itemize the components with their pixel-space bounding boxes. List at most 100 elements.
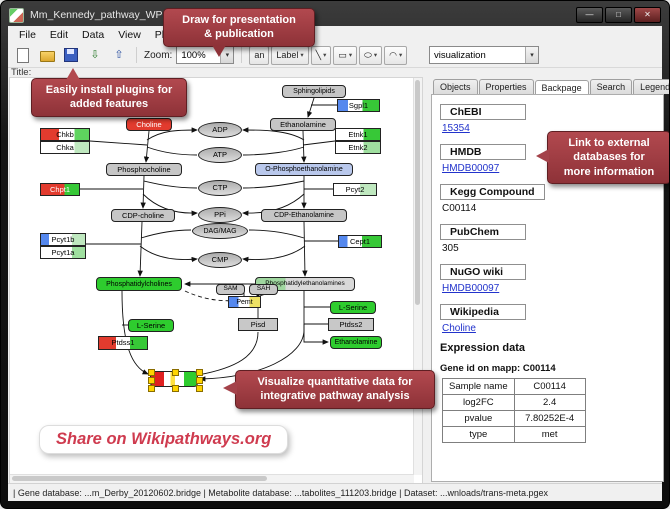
new-file-icon [17,47,29,63]
tab-legend[interactable]: Legend [633,79,669,94]
tab-objects[interactable]: Objects [433,79,478,94]
node-phosphatidylcholines[interactable]: Phosphatidylcholines [96,277,182,291]
export-button[interactable]: ⇧ [109,45,129,65]
zoom-value: 100% [181,49,206,61]
selection-handle[interactable] [196,377,203,384]
node-sah[interactable]: SAH [249,284,278,295]
node-sgpl1[interactable]: Sgpl1 [337,99,380,112]
table-cell: Sample name [442,378,515,395]
section-value-nugo-wiki[interactable]: HMDB00097 [442,283,500,294]
node-pisd[interactable]: Pisd [238,318,278,331]
tool-an[interactable]: an [249,45,270,65]
menu-view[interactable]: View [118,28,141,41]
node-ethanolamine[interactable]: Ethanolamine [330,336,382,349]
tool-[interactable]: ▭▾ [333,45,358,65]
visualization-value: visualization [434,49,486,61]
node-pemt[interactable]: Pemt [228,296,261,308]
selection-handle[interactable] [148,377,155,384]
tool-label[interactable]: Label▾ [271,45,309,65]
node-ptdss1[interactable]: Ptdss1 [98,336,148,350]
callout-line: Visualize quantitative data for [257,376,413,388]
node-sphingolipids[interactable]: Sphingolipids [282,85,346,98]
menu-data[interactable]: Data [82,28,105,41]
node-o-phosphoethanolamine[interactable]: O-Phosphoethanolamine [255,163,353,176]
maximize-button[interactable]: □ [605,7,632,23]
node-dag-mag[interactable]: DAG/MAG [192,223,248,239]
tool-[interactable]: ◠▾ [384,45,408,65]
canvas-vertical-scrollbar[interactable] [413,78,422,475]
import-button[interactable]: ⇩ [85,45,105,65]
node-adp[interactable]: ADP [198,122,242,138]
menu-edit[interactable]: Edit [49,28,69,41]
node-ethanolamine[interactable]: Ethanolamine [270,118,336,131]
menu-file[interactable]: File [19,28,36,41]
scrollbar-thumb[interactable] [12,476,267,481]
tab-properties[interactable]: Properties [478,79,534,94]
node-atp[interactable]: ATP [198,147,242,163]
tab-backpage[interactable]: Backpage [534,80,589,95]
save-button[interactable] [61,45,81,65]
table-cell: log2FC [442,394,515,411]
close-button[interactable]: ✕ [634,7,661,23]
import-icon: ⇩ [90,48,100,61]
menu-bar: FileEditDataViewPluginsHelp [8,26,662,44]
node-pcyt2[interactable]: Pcyt2 [333,183,377,196]
open-file-button[interactable] [37,45,57,65]
tab-search[interactable]: Search [589,79,633,94]
node-ppi[interactable]: PPi [198,207,242,223]
title-bar[interactable]: Mm_Kennedy_pathway_WP1771_45176.gpml... … [9,5,661,25]
tool-[interactable]: ╲▾ [310,45,332,65]
tool-[interactable]: ⬭▾ [359,45,383,65]
section-value-wikipedia[interactable]: Choline [442,323,476,334]
selection-handle[interactable] [148,385,155,392]
selection-handle[interactable] [196,369,203,376]
node-sam[interactable]: SAM [216,284,245,295]
node-phosphatidylethanolamines[interactable]: Phosphatidylethanolamines [255,277,355,291]
status-bar: | Gene database: ...m_Derby_20120602.bri… [8,483,662,501]
node-pcyt1b[interactable]: Pcyt1b [40,233,86,246]
chevron-down-icon[interactable]: ▾ [348,52,353,59]
selection-handle[interactable] [172,385,179,392]
chevron-down-icon[interactable]: ▾ [323,52,327,59]
new-file-button[interactable] [13,45,33,65]
node-chpt1[interactable]: Chpt1 [40,183,80,196]
chevron-down-icon[interactable]: ▾ [525,47,538,63]
node-phosphocholine[interactable]: Phosphocholine [106,163,182,176]
scrollbar-thumb[interactable] [415,80,420,305]
selected-node[interactable] [148,369,203,392]
node-cept1[interactable]: Cept1 [338,235,382,248]
gene-id-line: Gene id on mapp: C00114 [440,363,556,374]
callout-line: more information [563,165,655,178]
node-etnk1[interactable]: Etnk1 [335,128,381,141]
node-l-serine[interactable]: L-Serine [128,319,174,332]
node-cmp[interactable]: CMP [198,252,242,268]
selection-handle[interactable] [172,369,179,376]
chevron-down-icon[interactable]: ▾ [398,52,403,59]
node-etnk2[interactable]: Etnk2 [335,141,381,154]
section-header-chebi: ChEBI [440,104,526,120]
node-cdp-choline[interactable]: CDP-choline [111,209,175,222]
node-l-serine[interactable]: L-Serine [330,301,376,314]
callout-pointer [536,149,549,163]
chevron-down-icon[interactable]: ▾ [300,52,304,59]
node-ctp[interactable]: CTP [198,180,242,196]
node-cdp-ethanolamine[interactable]: CDP-Ethanolamine [261,209,347,222]
section-value-chebi[interactable]: 15354 [442,123,470,134]
canvas-horizontal-scrollbar[interactable] [10,474,414,483]
node-chkb[interactable]: Chkb [40,128,90,141]
selection-handle[interactable] [148,369,155,376]
node-ptdss2[interactable]: Ptdss2 [328,318,374,331]
minimize-button[interactable]: — [576,7,603,23]
node-chka[interactable]: Chka [40,141,90,154]
visualization-combobox[interactable]: visualization ▾ [429,46,539,64]
chevron-down-icon[interactable]: ▾ [373,52,378,59]
section-value-hmdb[interactable]: HMDB00097 [442,163,500,174]
node-pcyt1a[interactable]: Pcyt1a [40,246,86,259]
node-choline[interactable]: Choline [126,118,172,131]
selection-handle[interactable] [196,385,203,392]
tool-label: an [254,50,265,60]
tool-label: ⬭ [364,49,372,60]
